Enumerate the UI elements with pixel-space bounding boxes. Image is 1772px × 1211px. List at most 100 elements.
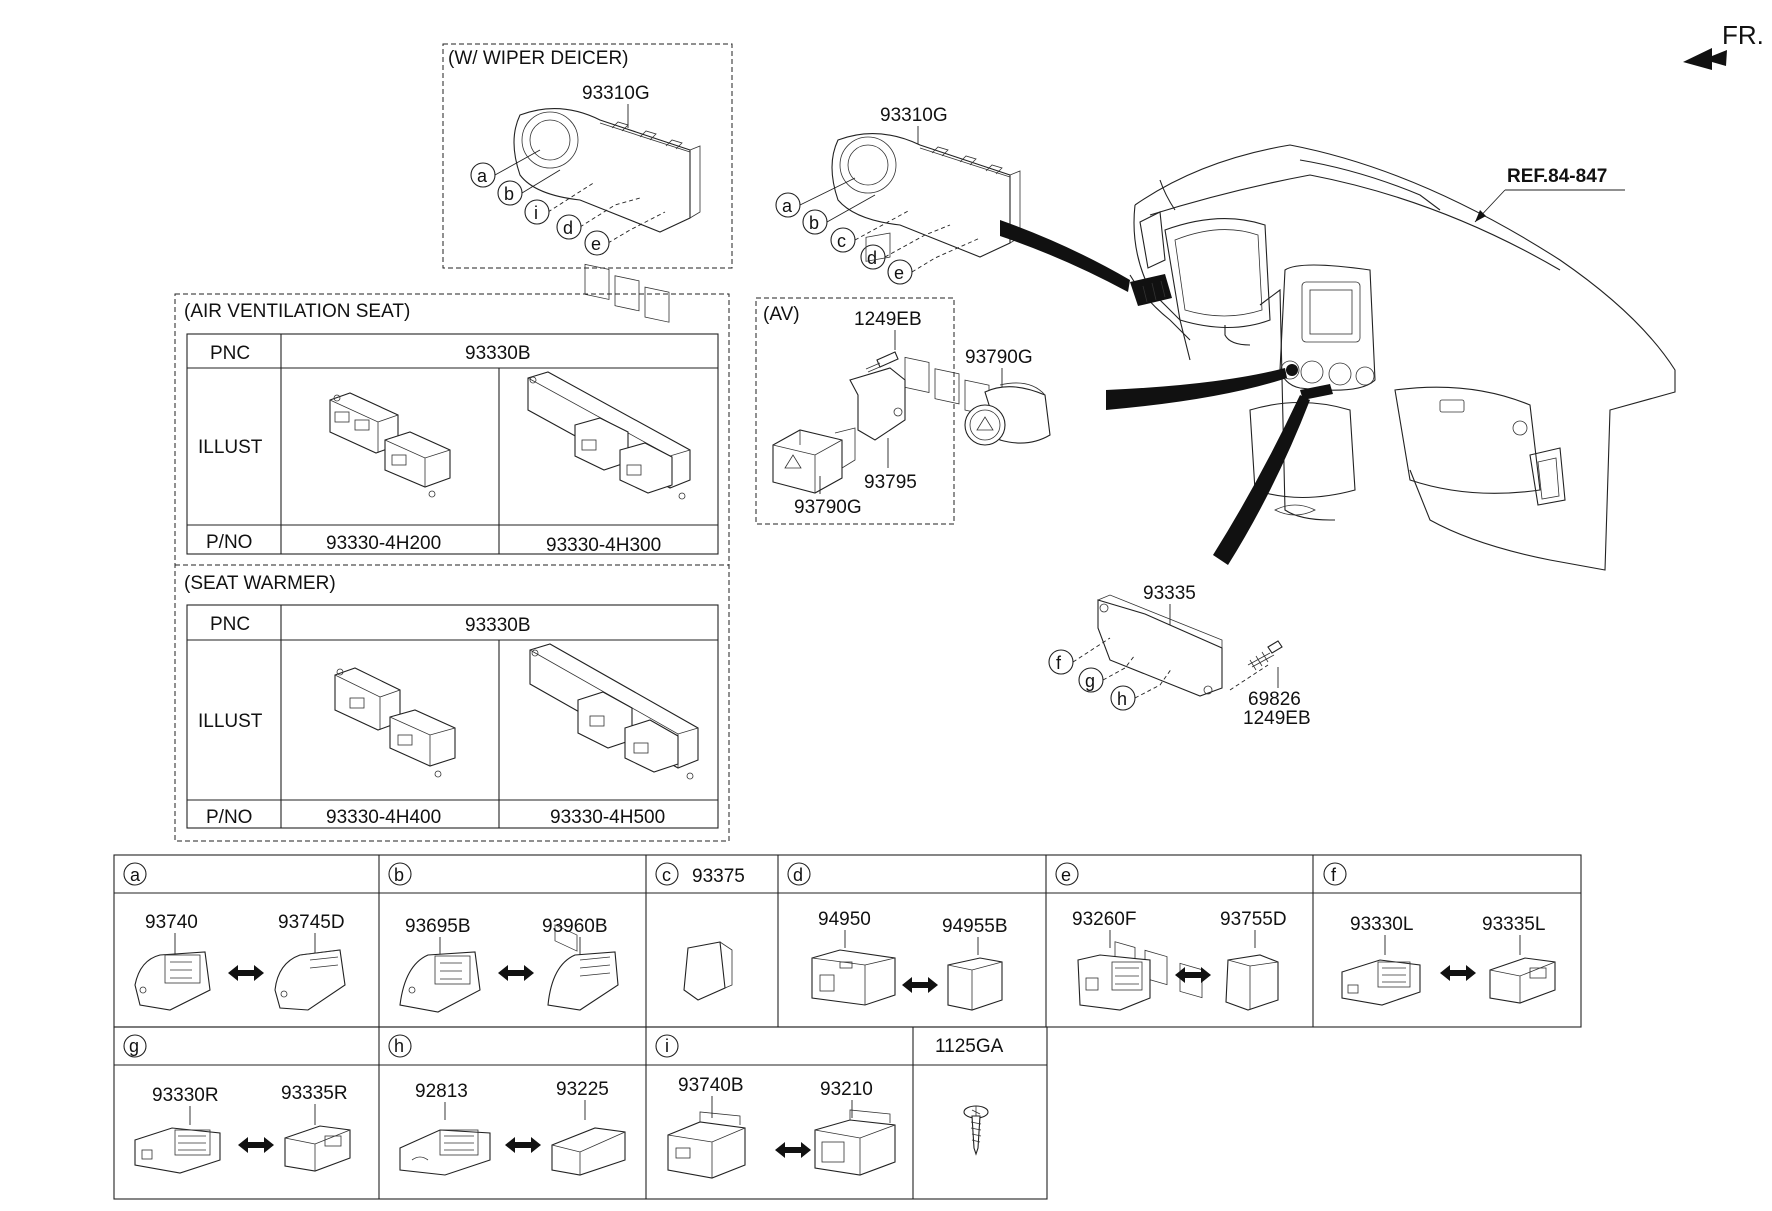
legend-letter-d: d (793, 865, 803, 885)
av-title: (AV) (763, 304, 800, 325)
svg-text:i: i (534, 203, 538, 223)
hazard-switch (964, 382, 1051, 446)
main-switch-panel (831, 133, 1021, 416)
svg-text:d: d (563, 218, 573, 238)
av-bracket (849, 232, 906, 441)
lower-switch-callout-f: f (1048, 649, 1074, 675)
front-label: FR. (1722, 20, 1764, 50)
lower-screw-label-2: 1249EB (1243, 708, 1311, 729)
legend-c-part: 93375 (692, 866, 745, 887)
screw-icon (963, 1105, 989, 1156)
dash-ref-label: REF.84-847 (1507, 166, 1607, 187)
legend-letter-g: g (129, 1036, 139, 1056)
legend-a-swap-arrow-icon (228, 965, 264, 981)
seat-warmer-row-illust: ILLUST (198, 711, 263, 732)
legend-letter-f: f (1331, 865, 1337, 885)
wiper-deicer-callout-i: i (524, 199, 550, 225)
seat-warmer-pno-left: 93330-4H400 (326, 807, 441, 828)
dash-switch-location-1 (1130, 274, 1172, 306)
legend-h-right-part: 93225 (556, 1079, 609, 1100)
legend-cell-h: h 92813 93225 (388, 1034, 626, 1176)
wiper-deicer-group: (W/ WIPER DEICER) 93310G a b i d e (442, 43, 733, 323)
legend-a-left-switch (134, 951, 211, 1011)
legend-g-right-switch (284, 1125, 351, 1172)
svg-text:e: e (894, 263, 904, 283)
legend-e-swap-arrow-icon (1175, 967, 1211, 983)
legend-letter-c: c (662, 865, 671, 885)
pointer-arrow-upper (1000, 220, 1130, 292)
air-vent-switch-illust-right (527, 371, 691, 679)
legend-a-right-part: 93745D (278, 912, 345, 933)
legend-g-left-switch (134, 1127, 221, 1174)
legend-b-left-part: 93695B (405, 916, 471, 937)
hazard-switch-label: 93790G (965, 347, 1033, 368)
legend-cell-d: d 94950 94955B (787, 862, 1008, 1011)
svg-text:d: d (867, 248, 877, 268)
legend-e-right-part: 93755D (1220, 909, 1287, 930)
main-switch-callout-e: e (887, 259, 913, 285)
legend-d-right-switch (947, 957, 1003, 1011)
legend-cell-i: i 93740B 93210 (655, 1034, 896, 1179)
air-vent-seat-title: (AIR VENTILATION SEAT) (184, 301, 410, 322)
legend-letter-h: h (394, 1036, 404, 1056)
pointer-arrow-middle (1106, 368, 1287, 410)
legend-a-left-part: 93740 (145, 912, 198, 933)
air-vent-seat-table: (AIR VENTILATION SEAT) PNC ILLUST P/NO 9… (184, 301, 719, 679)
main-switch-group: 93310G a b c d e (775, 105, 1021, 416)
wiper-deicer-callout-e: e (584, 230, 610, 256)
legend-b-swap-arrow-icon (498, 965, 534, 981)
seat-warmer-switch-illust-right (529, 643, 699, 952)
legend-screw-part: 1125GA (935, 1036, 1004, 1057)
wiper-deicer-title: (W/ WIPER DEICER) (448, 48, 629, 69)
air-vent-switch-illust-left (329, 392, 451, 498)
air-vent-pnc-value: 93330B (465, 343, 531, 364)
legend-letter-e: e (1061, 865, 1071, 885)
wiper-deicer-callout-b: b (497, 180, 523, 206)
legend-h-right-switch (551, 1127, 626, 1176)
av-group: (AV) 1249EB 93795 93790G (755, 232, 955, 525)
legend-g-swap-arrow-icon (238, 1137, 274, 1153)
wiper-deicer-callout-d: d (556, 214, 582, 240)
legend-cell-c: c 93375 (655, 862, 745, 1001)
main-switch-callout-a: a (775, 192, 801, 218)
legend-d-right-part: 94955B (942, 916, 1008, 937)
front-arrow-icon (1683, 48, 1727, 70)
legend-cell-g: g 93330R 93335R (123, 1034, 351, 1174)
air-vent-pno-right: 93330-4H300 (546, 535, 661, 556)
main-switch-callout-d: d (860, 244, 886, 270)
lower-switch-panel (1097, 594, 1223, 999)
wiper-deicer-switch-panel (513, 108, 701, 323)
legend-f-right-part: 93335L (1482, 914, 1545, 935)
legend-grid (113, 854, 1582, 1200)
air-vent-row-illust: ILLUST (198, 437, 263, 458)
legend-b-left-switch (399, 951, 481, 1013)
air-vent-row-pnc: PNC (210, 343, 250, 364)
legend-letter-a: a (130, 865, 141, 885)
legend-a-right-switch (274, 949, 346, 1011)
av-hazard-switch (772, 427, 856, 494)
av-bolt-label: 1249EB (854, 309, 922, 330)
svg-text:a: a (782, 196, 793, 216)
seat-warmer-switch-illust-left (334, 667, 456, 778)
svg-text:g: g (1085, 671, 1095, 691)
seat-warmer-row-pnc: PNC (210, 614, 250, 635)
legend-letter-i: i (665, 1036, 669, 1056)
legend-cell-f: f 93330L 93335L (1323, 862, 1556, 1006)
legend-i-right-part: 93210 (820, 1079, 873, 1100)
main-switch-callout-b: b (802, 209, 828, 235)
seat-warmer-pno-right: 93330-4H500 (550, 807, 665, 828)
legend-g-left-part: 93330R (152, 1085, 219, 1106)
legend-cell-screw: 1125GA (935, 1036, 1004, 1156)
legend-f-right-switch (1489, 957, 1556, 1004)
legend-i-right-switch (814, 1109, 896, 1176)
legend-g-right-part: 93335R (281, 1083, 348, 1104)
lower-screw-label-1: 69826 (1248, 689, 1301, 710)
lower-switch-callout-h: h (1110, 685, 1136, 711)
air-vent-row-pno: P/NO (206, 532, 252, 553)
legend-cell-a: a 93740 93745D (123, 862, 346, 1011)
air-vent-pno-left: 93330-4H200 (326, 533, 441, 554)
legend-d-left-switch (811, 949, 896, 1006)
main-switch-callout-c: c (830, 227, 856, 253)
lower-switch-callout-g: g (1078, 667, 1104, 693)
